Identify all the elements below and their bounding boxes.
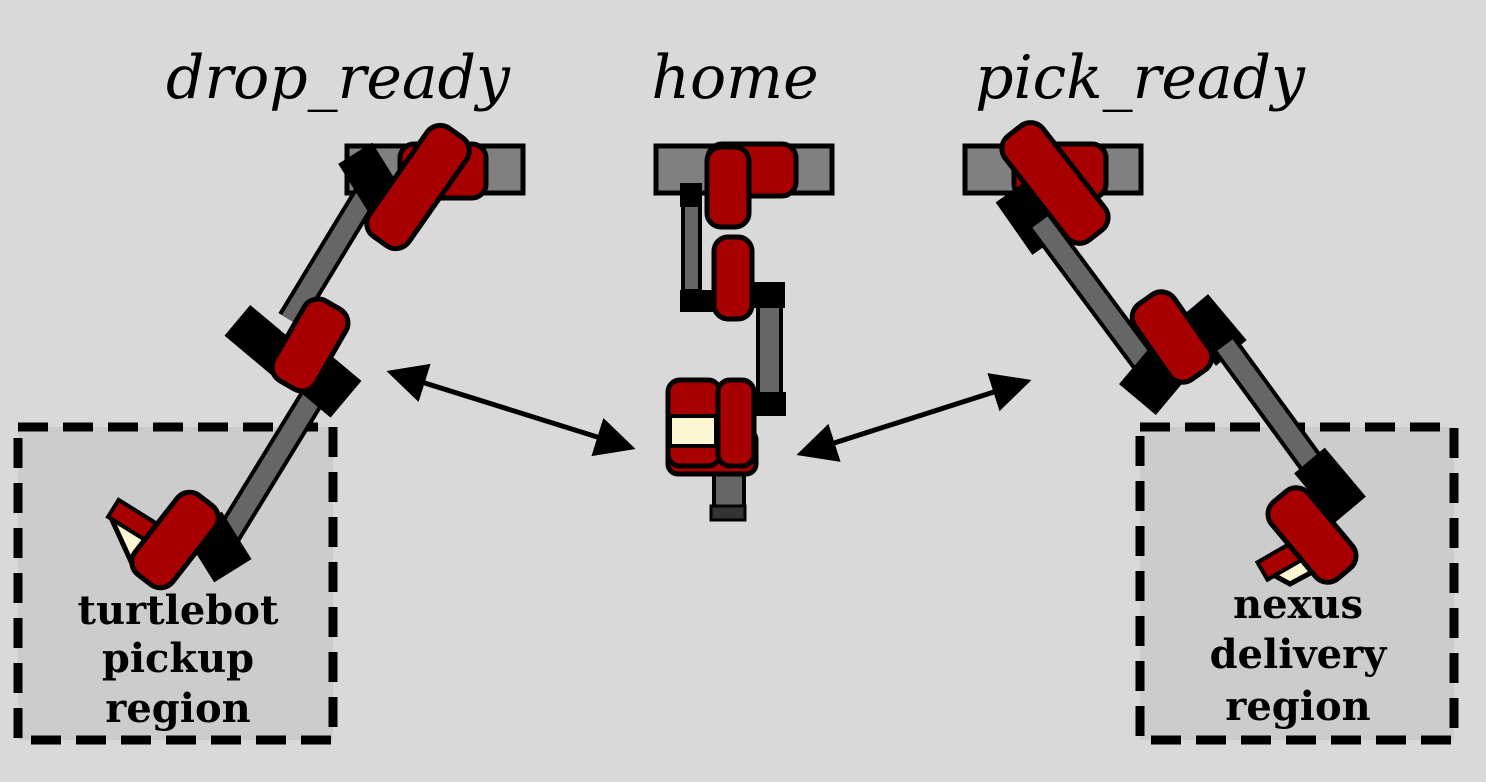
region-label-line: delivery xyxy=(1210,631,1389,678)
robot-arm-pick-ready xyxy=(995,120,1366,587)
title-home: home xyxy=(651,43,818,113)
region-label-line: turtlebot xyxy=(78,587,279,634)
region-label-line: nexus xyxy=(1233,581,1363,628)
region-label-line: region xyxy=(105,685,250,732)
transition-arrow-home-pick xyxy=(796,373,1032,462)
title-drop-ready: drop_ready xyxy=(166,43,511,113)
region-label-line: pickup xyxy=(102,635,254,682)
region-label-line: region xyxy=(1225,683,1370,730)
nexus-delivery-region: nexus delivery region xyxy=(1135,422,1459,745)
turtlebot-pickup-region: turtlebot pickup region xyxy=(13,422,338,745)
robot-arm-home xyxy=(665,141,799,522)
robot-arm-drop-ready xyxy=(105,122,489,591)
title-pick-ready: pick_ready xyxy=(975,43,1306,113)
transition-arrow-drop-home xyxy=(386,363,636,457)
